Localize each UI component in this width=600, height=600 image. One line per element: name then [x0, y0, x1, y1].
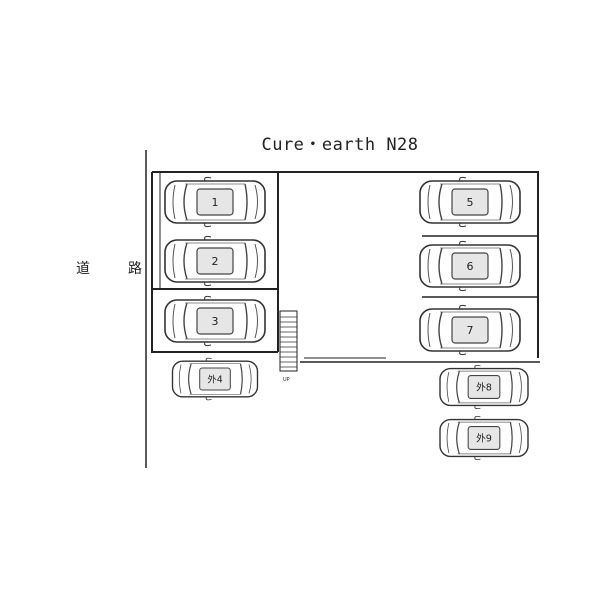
parking-space-5: 5 [419, 176, 521, 228]
parking-space-8: 外8 [439, 364, 529, 410]
parking-space-label: 2 [212, 255, 219, 268]
parking-space-6: 6 [419, 240, 521, 292]
road-label-char-1: 道 [76, 261, 90, 277]
parking-space-2: 2 [164, 235, 266, 287]
parking-space-label: 1 [212, 196, 219, 209]
parking-space-label: 3 [212, 315, 219, 328]
stairs-icon: UP [279, 310, 298, 383]
parking-space-label: 6 [467, 260, 474, 273]
parking-space-3: 3 [164, 295, 266, 347]
parking-space-9: 外9 [439, 415, 529, 461]
parking-space-4: 外4 [171, 357, 259, 401]
site-title: Cure・earth N28 [261, 135, 419, 155]
lot-outline-top-right [152, 171, 539, 358]
parking-space-1: 1 [164, 176, 266, 228]
parking-space-label: 7 [467, 324, 474, 337]
parking-space-label: 外9 [476, 433, 492, 445]
parking-space-label: 5 [467, 196, 474, 209]
stairs-up-label: UP [283, 377, 290, 383]
parking-space-label: 外8 [476, 382, 492, 394]
lot-outline-left-bottom [151, 172, 278, 353]
parking-space-7: 7 [419, 304, 521, 356]
parking-space-label: 外4 [207, 373, 222, 385]
road-label-char-2: 路 [128, 261, 142, 277]
